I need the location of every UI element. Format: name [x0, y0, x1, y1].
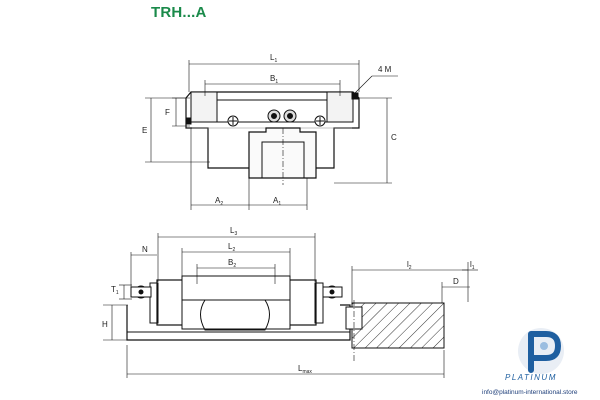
dim-label-L3: L3 — [230, 226, 237, 237]
rail-groove — [200, 299, 270, 331]
front-dimensions — [145, 60, 398, 210]
logo-wordmark: PLATINUM — [505, 373, 557, 382]
side-view — [126, 275, 351, 341]
dim-label-N: N — [142, 245, 148, 254]
dim-label-B2: B2 — [228, 258, 236, 269]
platinum-p-logo-icon — [518, 328, 564, 374]
dim-label-D: D — [453, 277, 459, 286]
dim-label-4M: 4 M — [378, 65, 392, 74]
end-cap-right — [326, 91, 354, 123]
footer-email[interactable]: info@platinum-international.store — [482, 389, 578, 396]
rail-side — [126, 304, 351, 341]
dim-label-H: H — [102, 320, 108, 329]
end-cap-left — [190, 91, 218, 123]
dim-label-l2: l2 — [407, 260, 412, 271]
rail-profile — [248, 127, 317, 179]
dim-label-L1: L1 — [270, 53, 277, 64]
end-seal-left — [149, 282, 159, 324]
side-dimensions — [103, 233, 478, 378]
dim-label-F: F — [165, 108, 170, 117]
end-seal-right — [314, 282, 324, 324]
rail-section — [345, 300, 445, 362]
front-view — [185, 91, 360, 185]
dim-label-l1: l1 — [470, 260, 475, 271]
dim-label-A1: A1 — [273, 196, 281, 207]
dim-label-B1: B1 — [270, 74, 278, 85]
dim-label-T1: T1 — [111, 285, 119, 296]
dim-label-C: C — [391, 133, 397, 142]
product-title: TRH...A — [151, 4, 207, 21]
dim-label-Lmax: Lmax — [298, 364, 312, 375]
dim-label-A2: A2 — [215, 196, 223, 207]
dim-label-L2: L2 — [228, 242, 235, 253]
dim-label-E: E — [142, 126, 147, 135]
